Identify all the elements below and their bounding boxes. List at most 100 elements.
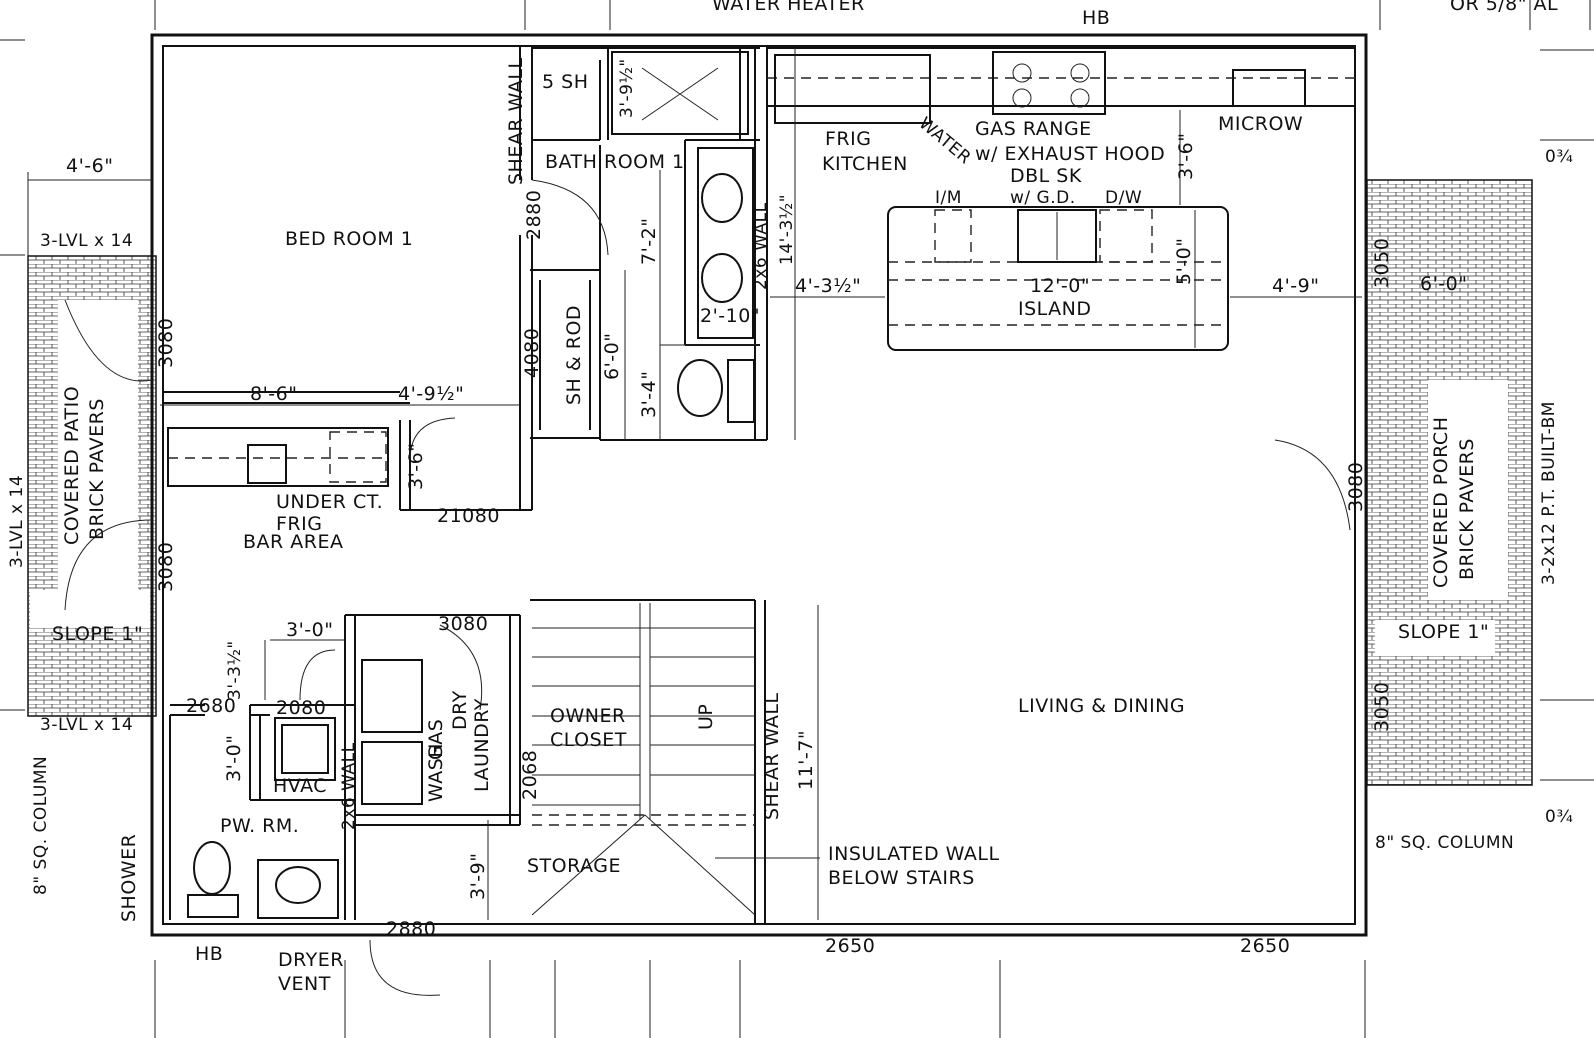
water-heater-label: WATER HEATER	[712, 0, 865, 15]
insulated-wall-label-2: BELOW STAIRS	[828, 867, 975, 889]
column-right-label: 8" SQ. COLUMN	[1375, 833, 1514, 853]
hose-bib-top-label: HB	[1082, 7, 1110, 29]
dbl-sink-label: DBL SK	[1010, 165, 1082, 187]
powder-room-label: PW. RM.	[220, 815, 299, 837]
washer-label: WASH	[425, 743, 447, 802]
hose-bib-bottom-label: HB	[195, 943, 223, 965]
gas-range-label: GAS RANGE	[975, 118, 1092, 140]
opening-21080: 21080	[437, 505, 500, 527]
opening-3080-right: 3080	[1345, 462, 1367, 512]
dryer-label: DRY	[449, 690, 471, 730]
dryer-vent-label-2: VENT	[278, 973, 331, 995]
dim-6-0: 6'-0"	[601, 333, 623, 381]
stair-up-label: UP	[695, 704, 717, 730]
misc-fixtures	[167, 427, 423, 919]
porch-pavers-label: BRICK PAVERS	[1456, 438, 1478, 580]
opening-2680: 2680	[186, 695, 236, 717]
dim-3-4: 3'-4"	[638, 371, 660, 419]
dishwasher-label: D/W	[1105, 188, 1142, 208]
lvl-side-label: 3-LVL x 14	[7, 475, 27, 568]
porch-slope-label: SLOPE 1"	[1398, 621, 1489, 643]
opening-2068: 2068	[519, 750, 541, 800]
dim-2-10: 2'-10"	[700, 305, 760, 327]
shower-label: SHOWER	[118, 834, 140, 922]
island-label: ISLAND	[1018, 298, 1092, 320]
garbage-disposal-label: w/ G.D.	[1010, 188, 1076, 208]
porch-slope-label-bg	[1375, 620, 1495, 656]
under-counter-label: UNDER CT.	[276, 491, 383, 513]
corner-dim-bottom: 0¾	[1545, 807, 1573, 827]
dim-12-0: 12'-0"	[1030, 275, 1090, 297]
opening-3080-laundry: 3080	[438, 613, 488, 635]
patio-pavers-label: BRICK PAVERS	[86, 398, 108, 540]
patio-slope-label-bg	[30, 590, 150, 628]
dim-6-0-porch: 6'-0"	[1420, 273, 1468, 295]
patio-text-bg	[58, 300, 138, 590]
dim-3-3h: 3'-3½"	[225, 640, 245, 700]
dim-11-7: 11'-7"	[795, 730, 817, 790]
bar-area-label: BAR AREA	[243, 531, 343, 553]
opening-2880-bed: 2880	[523, 190, 545, 240]
dim-3-0v: 3'-0"	[223, 735, 245, 783]
exhaust-hood-label: w/ EXHAUST HOOD	[975, 143, 1165, 165]
opening-2880-bottom: 2880	[386, 918, 436, 940]
dimension-lines	[27, 48, 1362, 920]
corner-dim-top: 0¾	[1545, 147, 1573, 167]
lvl-bottom-label: 3-LVL x 14	[40, 715, 133, 735]
opening-3050-bottom: 3050	[1371, 682, 1393, 732]
lvl-top-label: 3-LVL x 14	[40, 231, 133, 251]
microwave-label: MICROW	[1218, 113, 1303, 135]
dim-4-9h: 4'-9½"	[398, 383, 464, 405]
opening-3050-top: 3050	[1371, 238, 1393, 288]
dryer-vent-label-1: DRYER	[278, 949, 344, 971]
dim-3-6-bar: 3'-6"	[405, 443, 427, 491]
opening-2080: 2080	[276, 697, 326, 719]
bedroom-label: BED ROOM 1	[285, 228, 413, 250]
kitchen-counters	[766, 47, 1356, 351]
owner-closet-label-1: OWNER	[550, 705, 626, 727]
bar-frig-label: FRIG	[276, 513, 322, 535]
shower-5-label: 5 SH	[542, 71, 588, 93]
dim-4-9: 4'-9"	[1272, 275, 1320, 297]
dim-5-0: 5'-0"	[1173, 238, 1195, 286]
dim-3-9: 3'-9"	[467, 853, 489, 901]
owner-closet-label-2: CLOSET	[550, 729, 627, 751]
beam-label: 3-2x12 P.T. BUILT-BM	[1539, 401, 1559, 585]
opening-3080-left-top: 3080	[155, 318, 177, 368]
laundry-2x6-wall-label: 2x6 WALL	[339, 742, 359, 830]
laundry-label: LAUNDRY	[471, 698, 493, 792]
living-label: LIVING & DINING	[1018, 695, 1185, 717]
plan-labels: WATER HEATER HB OR 5/8" AL BED ROOM 1 BA…	[7, 0, 1573, 995]
column-left-label: 8" SQ. COLUMN	[31, 756, 51, 895]
insulated-wall-label-1: INSULATED WALL	[828, 843, 1000, 865]
opening-2650-right: 2650	[1240, 935, 1290, 957]
opening-4080: 4080	[521, 328, 543, 378]
dim-4-3h: 4'-3½"	[795, 275, 861, 297]
shelf-rod-label: SH & ROD	[563, 305, 585, 405]
patio-slope-label: SLOPE 1"	[52, 623, 143, 645]
frig-label: FRIG	[825, 128, 871, 150]
bath-label: BATH ROOM 1	[545, 151, 685, 173]
dim-3-9h: 3'-9½"	[617, 58, 637, 118]
covered-patio-label: COVERED PATIO	[61, 386, 83, 545]
shear-wall-top-label: SHEAR WALL	[505, 57, 527, 185]
gas-label: GAS	[425, 719, 447, 760]
bath-2x6-wall-label: 2x6 WALL	[751, 202, 771, 290]
storage-label: STORAGE	[527, 855, 621, 877]
corner-note-label: OR 5/8" AL	[1450, 0, 1558, 15]
doors	[64, 179, 1351, 996]
opening-3080-left-bottom: 3080	[155, 542, 177, 592]
dim-4-6: 4'-6"	[66, 155, 114, 177]
dim-3-0: 3'-0"	[286, 619, 334, 641]
water-label: WATER	[915, 114, 975, 169]
porch-text-bg	[1428, 380, 1508, 600]
stairs	[531, 603, 756, 916]
kitchen-label: KITCHEN	[822, 153, 908, 175]
exterior-walls	[150, 33, 1368, 937]
dim-7-2: 7'-2"	[638, 218, 660, 266]
hvac-label: HVAC	[273, 775, 327, 797]
opening-2650-left: 2650	[825, 935, 875, 957]
